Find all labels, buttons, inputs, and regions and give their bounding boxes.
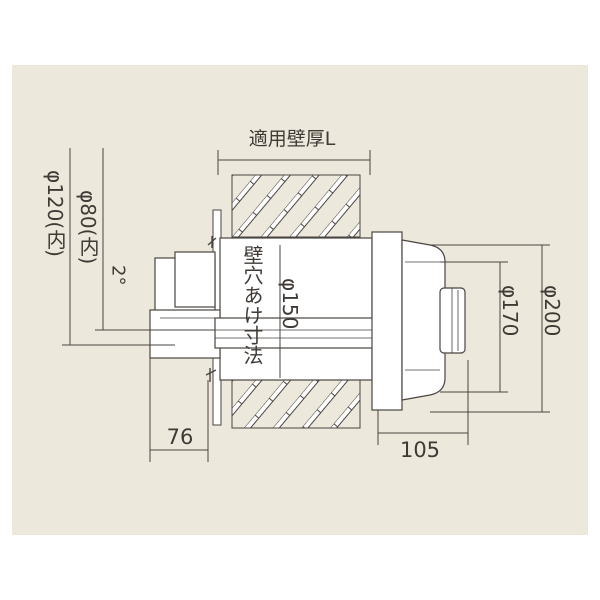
label-phi200: φ200 [540, 285, 564, 336]
dimension-left-diameters [62, 148, 175, 346]
dimension-76 [149, 358, 209, 462]
label-phi170: φ170 [498, 285, 522, 336]
label-76: 76 [167, 425, 194, 449]
label-wall-thickness: 適用壁厚L [249, 128, 336, 150]
dimension-105 [377, 360, 469, 445]
wall-sleeve [219, 237, 373, 381]
label-105: 105 [400, 438, 440, 462]
dimension-right-diameters [430, 244, 550, 413]
label-phi120: φ120(内) [43, 170, 67, 257]
outdoor-terminal [371, 231, 466, 411]
indoor-pipe [149, 251, 221, 359]
fastener-icons [205, 236, 217, 382]
wall-lower [231, 377, 361, 429]
label-angle: 2° [108, 265, 129, 285]
wall-upper [231, 174, 361, 238]
label-phi80: φ80(内) [76, 190, 100, 264]
label-phi150: φ150 [278, 278, 302, 329]
label-wall-hole-size: 壁穴あけ寸法 [240, 245, 264, 365]
dimension-wall-thickness [217, 150, 371, 175]
